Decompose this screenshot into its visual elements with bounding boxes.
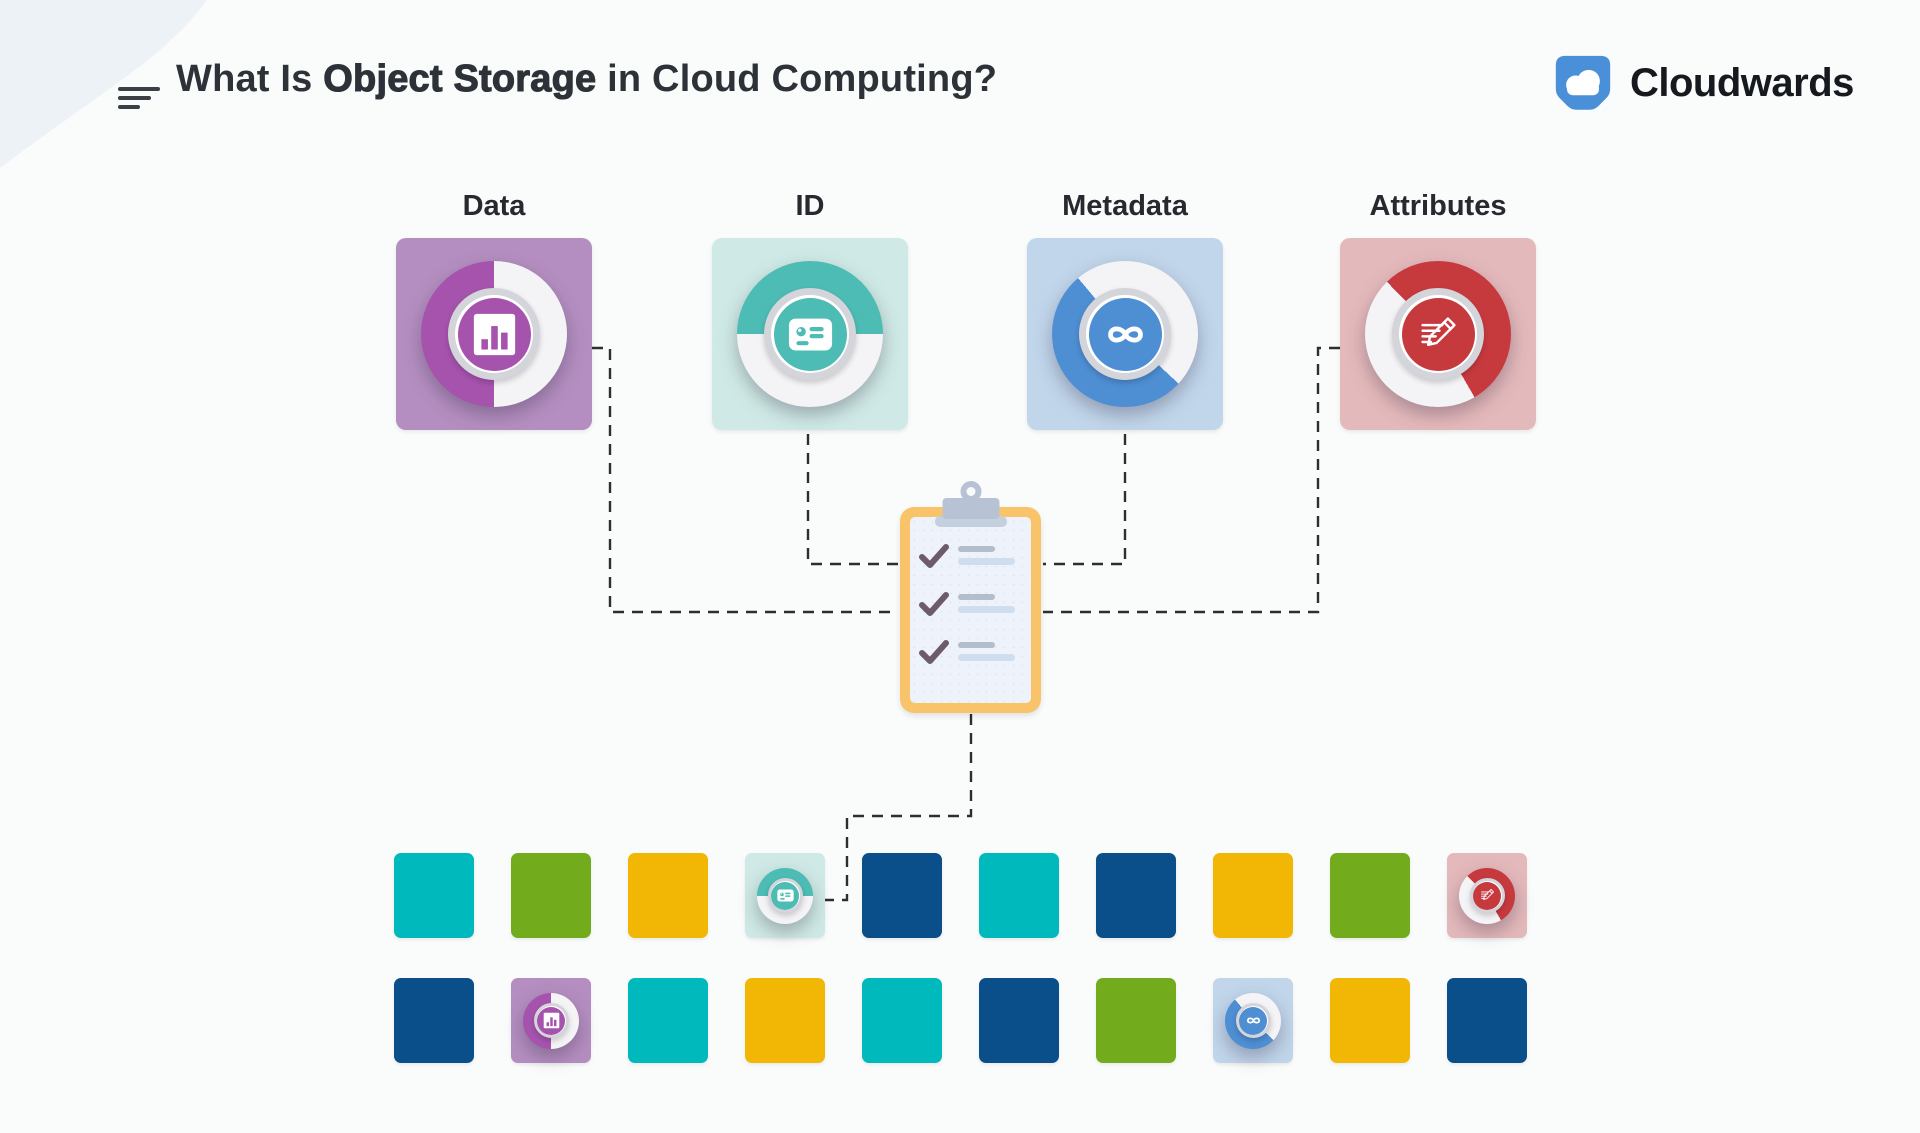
brand-logo: Cloudwards — [1553, 52, 1854, 114]
title-suffix: in Cloud Computing? — [596, 58, 998, 100]
id-card-icon — [788, 318, 832, 350]
connector-metadata — [1043, 434, 1127, 566]
grid-cell — [862, 978, 942, 1063]
connector-clipboard-to-grid — [824, 714, 973, 902]
object-card-data: Data — [396, 190, 592, 430]
card-label: Attributes — [1369, 190, 1507, 222]
bar-chart-icon — [473, 313, 515, 355]
brand-name: Cloudwards — [1630, 60, 1854, 105]
id-donut-icon — [757, 867, 813, 924]
grid-cell — [1213, 853, 1293, 938]
grid-cell — [628, 978, 708, 1063]
grid-cell-data — [511, 978, 591, 1063]
connector-data — [592, 346, 898, 614]
checklist-lines — [958, 591, 1015, 613]
infinity-icon — [1107, 326, 1143, 342]
check-icon — [919, 544, 949, 568]
grid-cell — [862, 853, 942, 938]
attributes-card — [1340, 238, 1536, 430]
clipboard-clip-strip — [934, 516, 1007, 527]
object-card-metadata: Metadata — [1027, 190, 1223, 430]
object-card-attributes: Attributes — [1340, 190, 1536, 430]
bar-chart-icon — [543, 1012, 559, 1029]
object-grid-row-1 — [394, 853, 1527, 938]
clipboard-checklist-icon — [900, 481, 1041, 713]
metadata-icon-ring — [1079, 288, 1171, 380]
card-label: Data — [462, 190, 526, 222]
data-donut-icon — [523, 992, 579, 1049]
attributes-donut-icon — [1365, 261, 1511, 407]
object-grid-row-2 — [394, 978, 1527, 1063]
grid-cell — [979, 978, 1059, 1063]
metadata-icon-core — [1239, 1006, 1267, 1035]
grid-cell-attributes — [1447, 853, 1527, 938]
metadata-card — [1027, 238, 1223, 430]
title-emphasis: Object Storage — [323, 57, 597, 100]
checklist — [919, 543, 1015, 673]
id-icon-ring — [767, 878, 803, 913]
corner-blob — [0, 0, 207, 168]
data-icon-core — [457, 297, 531, 371]
id-icon-core — [771, 881, 799, 910]
data-icon-ring — [533, 1003, 569, 1038]
object-card-id: ID — [712, 190, 908, 430]
metadata-icon-ring — [1235, 1003, 1271, 1038]
check-icon — [919, 640, 949, 664]
checklist-lines — [958, 639, 1015, 661]
pencil-edit-icon — [1480, 889, 1494, 900]
checklist-row — [919, 591, 1015, 625]
grid-cell-metadata — [1213, 978, 1293, 1063]
grid-cell — [394, 853, 474, 938]
checklist-row — [919, 543, 1015, 577]
card-label: ID — [795, 190, 825, 222]
checklist-lines — [958, 543, 1015, 565]
id-icon-core — [773, 297, 847, 371]
id-donut-icon — [737, 261, 883, 407]
connector-attributes — [1043, 346, 1340, 614]
clipboard-clip — [942, 498, 999, 519]
grid-cell — [1447, 978, 1527, 1063]
attributes-icon-core — [1473, 881, 1501, 910]
list-lines-icon — [118, 87, 160, 114]
id-card-icon — [776, 889, 794, 902]
grid-cell-id — [745, 853, 825, 938]
data-icon-ring — [448, 288, 540, 380]
checklist-row — [919, 639, 1015, 673]
card-label: Metadata — [1062, 190, 1188, 222]
attributes-donut-icon — [1459, 867, 1515, 924]
grid-cell — [1096, 853, 1176, 938]
attributes-icon-ring — [1392, 288, 1484, 380]
grid-cell — [394, 978, 474, 1063]
id-icon-ring — [764, 288, 856, 380]
grid-cell — [628, 853, 708, 938]
grid-cell — [1096, 978, 1176, 1063]
grid-cell — [745, 978, 825, 1063]
grid-cell — [1330, 853, 1410, 938]
cloud-shield-icon — [1555, 55, 1611, 110]
grid-cell — [511, 853, 591, 938]
page-title: What Is Object Storage in Cloud Computin… — [176, 57, 998, 101]
title-prefix: What Is — [176, 58, 324, 100]
grid-cell — [979, 853, 1059, 938]
metadata-donut-icon — [1052, 261, 1198, 407]
attributes-icon-ring — [1469, 878, 1505, 913]
infinity-icon — [1246, 1017, 1260, 1024]
attributes-icon-core — [1401, 297, 1475, 371]
pencil-edit-icon — [1420, 316, 1456, 346]
data-card — [396, 238, 592, 430]
data-icon-core — [537, 1006, 565, 1035]
id-card — [712, 238, 908, 430]
grid-cell — [1330, 978, 1410, 1063]
metadata-donut-icon — [1225, 992, 1281, 1049]
check-icon — [919, 592, 949, 616]
metadata-icon-core — [1088, 297, 1162, 371]
data-donut-icon — [421, 261, 567, 407]
connector-id — [806, 434, 898, 566]
